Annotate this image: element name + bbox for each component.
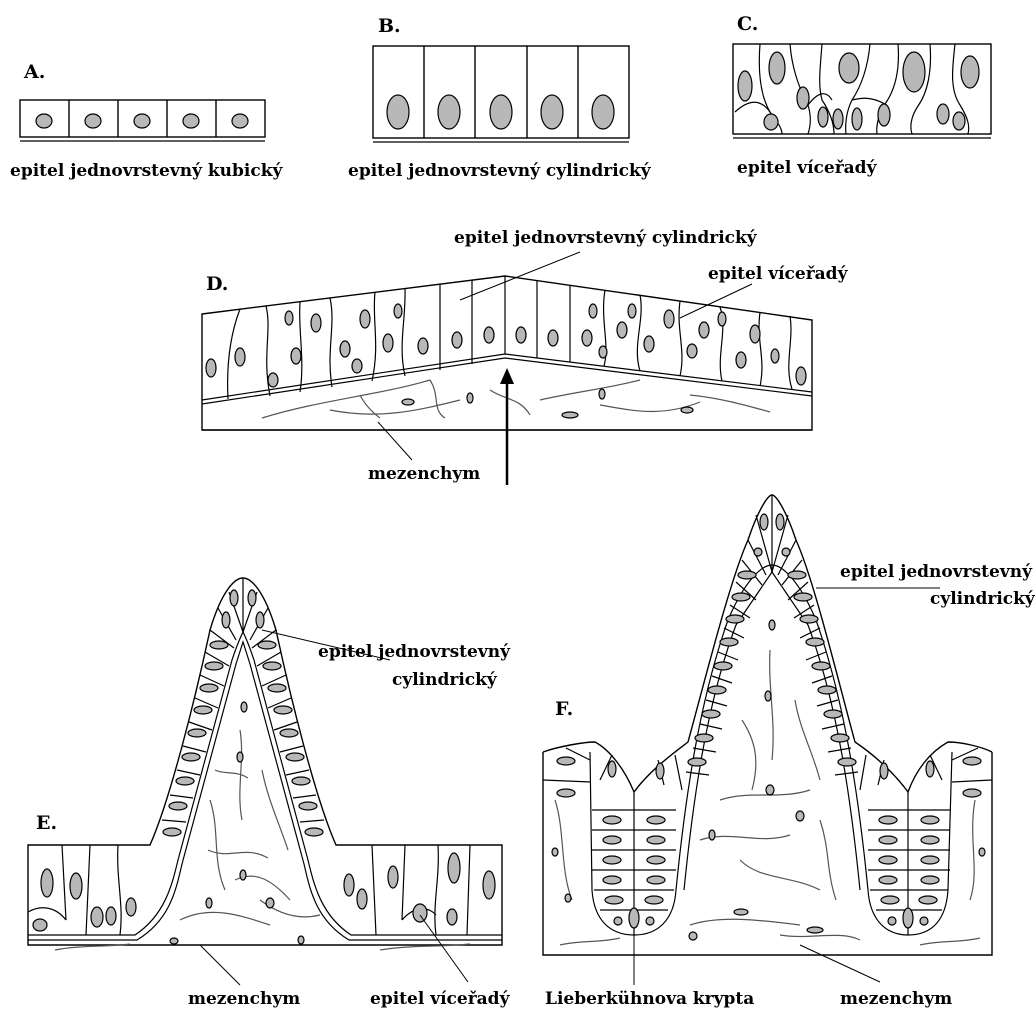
d-cylindrical-leader [460,252,580,300]
panel-e-villus [28,578,502,945]
panel-d: D. [202,228,849,485]
panel-d-mesenchyme [262,380,770,418]
panel-c-epithelium [733,44,991,138]
panel-c-caption: epitel víceřadý [737,158,878,178]
f-cyl-label-line1: epitel jednovrstevný [840,562,1033,582]
panel-a-epithelium [20,100,265,141]
panel-f-letter: F. [555,698,573,720]
panel-b: B. epitel jednovrstevný cylindrický [348,15,652,181]
panel-d-letter: D. [206,273,228,295]
e-mesenchyme-label: mezenchym [188,989,300,1009]
panel-e-letter: E. [36,812,57,834]
e-mesenchyme-leader [200,945,240,985]
panel-e-mesenchyme [55,702,470,950]
e-cyl-label-line2: cylindrický [392,670,498,690]
d-cylindrical-label: epitel jednovrstevný cylindrický [454,228,758,248]
e-multirow-label: epitel víceřadý [370,989,511,1009]
d-multirow-label: epitel víceřadý [708,264,849,284]
panel-a: A. epitel jednovrstevný kubický [10,61,283,181]
panel-c: C. epitel v [733,13,991,178]
f-mesenchyme-label: mezenchym [840,989,952,1009]
panel-e: E. [28,578,511,1009]
panel-f: F. [543,495,1035,1009]
d-mesenchyme-label: mezenchym [368,464,480,484]
e-multirow-leader [420,915,468,982]
growth-arrow [500,368,514,485]
f-cyl-label-line2: cylindrický [930,589,1035,609]
panel-b-epithelium [373,46,629,142]
f-crypt-label: Lieberkühnova krypta [545,989,754,1009]
panel-a-caption: epitel jednovrstevný kubický [10,161,283,181]
panel-a-letter: A. [23,61,45,83]
d-mesenchyme-leader [378,422,412,460]
d-multirow-leader [680,284,752,318]
panel-c-letter: C. [737,13,758,35]
f-mesenchyme-leader [800,945,880,982]
panel-b-caption: epitel jednovrstevný cylindrický [348,161,652,181]
e-cyl-label-line1: epitel jednovrstevný [318,642,511,662]
panel-b-letter: B. [378,15,401,37]
